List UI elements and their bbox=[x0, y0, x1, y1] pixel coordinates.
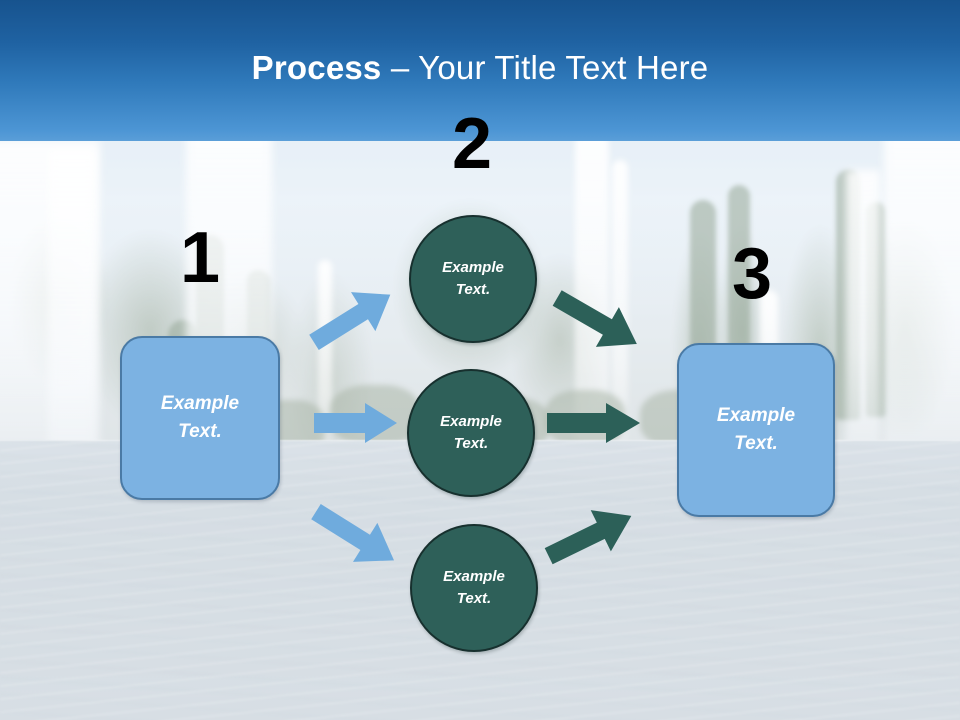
end-box-line-2: Text. bbox=[734, 433, 778, 454]
arrow-circle-3-to-end-icon bbox=[538, 498, 642, 574]
process-circle-1-text: Example Text. bbox=[442, 257, 504, 301]
waterfall-curtain-right-inner bbox=[846, 170, 880, 470]
start-box-line-1: Example bbox=[160, 393, 240, 414]
arrow-start-to-circle-1-icon bbox=[303, 282, 403, 354]
process-circle-1[interactable]: Example Text. bbox=[409, 215, 537, 343]
process-circle-2-line-1: Example bbox=[440, 413, 502, 430]
page-title-rest-part: – Your Title Text Here bbox=[381, 49, 709, 86]
fountain-jet bbox=[612, 160, 628, 450]
page-title-bold-part: Process bbox=[251, 49, 382, 86]
process-circle-3-line-2: Text. bbox=[456, 590, 492, 607]
end-box[interactable]: Example Text. bbox=[677, 343, 835, 517]
arrow-start-to-circle-3-icon bbox=[303, 498, 407, 574]
process-circle-2-text: Example Text. bbox=[440, 411, 502, 455]
process-circle-3-line-1: Example bbox=[443, 568, 505, 585]
start-box-line-2: Text. bbox=[178, 421, 222, 442]
step-number-3: 3 bbox=[731, 234, 773, 314]
start-box-text: Example Text. bbox=[161, 390, 239, 446]
process-circle-1-line-2: Text. bbox=[455, 281, 491, 298]
arrow-circle-2-to-end-icon bbox=[546, 402, 642, 444]
step-number-2: 2 bbox=[451, 104, 493, 184]
waterfall-curtain-left-inner bbox=[48, 150, 96, 470]
page-title: Process – Your Title Text Here bbox=[0, 48, 960, 88]
waterfall-curtain-right bbox=[884, 140, 960, 470]
process-circle-1-line-1: Example bbox=[442, 259, 504, 276]
process-circle-2[interactable]: Example Text. bbox=[407, 369, 535, 497]
process-circle-3-text: Example Text. bbox=[443, 566, 505, 610]
process-circle-2-line-2: Text. bbox=[453, 435, 489, 452]
end-box-text: Example Text. bbox=[717, 402, 795, 458]
step-number-1: 1 bbox=[179, 218, 221, 298]
start-box[interactable]: Example Text. bbox=[120, 336, 280, 500]
arrow-circle-1-to-end-icon bbox=[545, 283, 649, 359]
process-circle-3[interactable]: Example Text. bbox=[410, 524, 538, 652]
fountain-jet bbox=[318, 260, 332, 450]
end-box-line-1: Example bbox=[716, 405, 796, 426]
header-band bbox=[0, 0, 960, 141]
arrow-start-to-circle-2-icon bbox=[313, 402, 399, 444]
